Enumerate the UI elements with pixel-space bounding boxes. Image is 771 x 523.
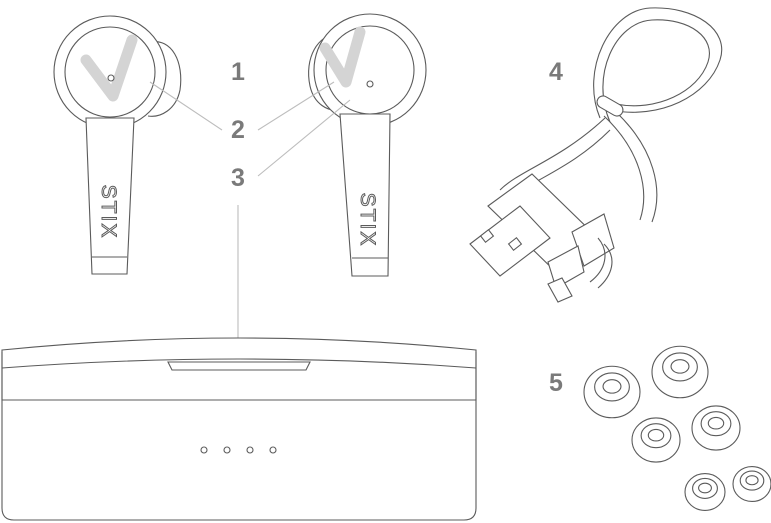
usb-cable — [470, 8, 722, 302]
led-indicator-dot — [367, 81, 373, 87]
ear-tip — [652, 346, 708, 398]
callout-5: 5 — [549, 369, 563, 397]
ear-tip — [692, 406, 740, 450]
callout-3: 3 — [231, 164, 245, 192]
ear-tip — [685, 474, 725, 511]
case-led-dot — [201, 447, 207, 453]
right-earbud: STIX — [309, 14, 426, 276]
ear-tip — [584, 366, 640, 418]
case-led-dot — [247, 447, 253, 453]
led-indicator-dot — [108, 75, 114, 81]
left-earbud: STIX — [54, 16, 181, 274]
charging-case — [2, 338, 476, 520]
callout-2: 2 — [231, 116, 245, 144]
earbud-brand-label: STIX — [356, 193, 379, 248]
ear-tips-group — [584, 346, 771, 510]
callout-4: 4 — [549, 58, 563, 86]
ear-tip — [632, 418, 680, 462]
earbud-brand-label: STIX — [97, 185, 120, 240]
case-led-dot — [224, 447, 230, 453]
case-led-dot — [270, 447, 276, 453]
ear-tip — [733, 467, 771, 502]
callout-1: 1 — [231, 58, 245, 86]
